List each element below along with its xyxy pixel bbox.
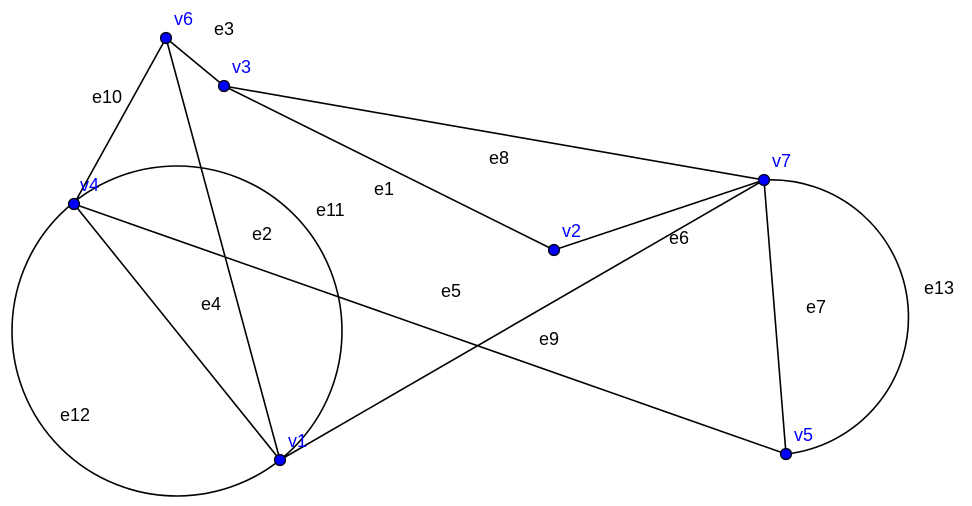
edge-label-e5: e5 <box>441 281 461 301</box>
edge-label-e7: e7 <box>806 297 826 317</box>
edge-e1 <box>223 85 555 251</box>
edge-e5 <box>73 203 787 455</box>
edge-e3 <box>165 37 225 87</box>
edge-e4 <box>73 203 281 461</box>
edge-label-e3: e3 <box>214 19 234 39</box>
vertex-label-v3: v3 <box>232 57 251 77</box>
edge-label-e9: e9 <box>539 329 559 349</box>
edge-label-e6: e6 <box>669 228 689 248</box>
vertex-label-v5: v5 <box>794 425 813 445</box>
edge-e8 <box>223 85 765 181</box>
edge-label-e12: e12 <box>60 405 90 425</box>
edge-label-e13: e13 <box>924 278 954 298</box>
vertex-v7[interactable] <box>757 173 771 187</box>
edge-label-e1: e1 <box>374 179 394 199</box>
edge-circle-e11-e12 <box>11 165 343 497</box>
edge-label-e4: e4 <box>201 294 221 314</box>
edge-label-e2: e2 <box>252 224 272 244</box>
vertex-v2[interactable] <box>547 243 561 257</box>
vertex-v5[interactable] <box>779 447 793 461</box>
vertex-label-v2: v2 <box>562 221 581 241</box>
vertex-v1[interactable] <box>273 453 287 467</box>
edge-e6 <box>553 179 765 251</box>
vertex-v3[interactable] <box>217 79 231 93</box>
edge-e10 <box>73 37 167 205</box>
edge-e13 <box>763 179 910 455</box>
vertex-label-v1: v1 <box>288 431 307 451</box>
edge-label-e10: e10 <box>92 87 122 107</box>
vertex-v4[interactable] <box>67 197 81 211</box>
edge-e2 <box>165 37 281 461</box>
edge-label-e11: e11 <box>316 200 345 220</box>
edge-label-e8: e8 <box>489 148 509 168</box>
edge-e7 <box>763 179 787 455</box>
vertex-label-v4: v4 <box>80 175 99 195</box>
vertex-label-v7: v7 <box>772 151 791 171</box>
vertex-v6[interactable] <box>159 31 173 45</box>
edge-e9 <box>279 179 765 461</box>
vertex-label-v6: v6 <box>174 9 193 29</box>
